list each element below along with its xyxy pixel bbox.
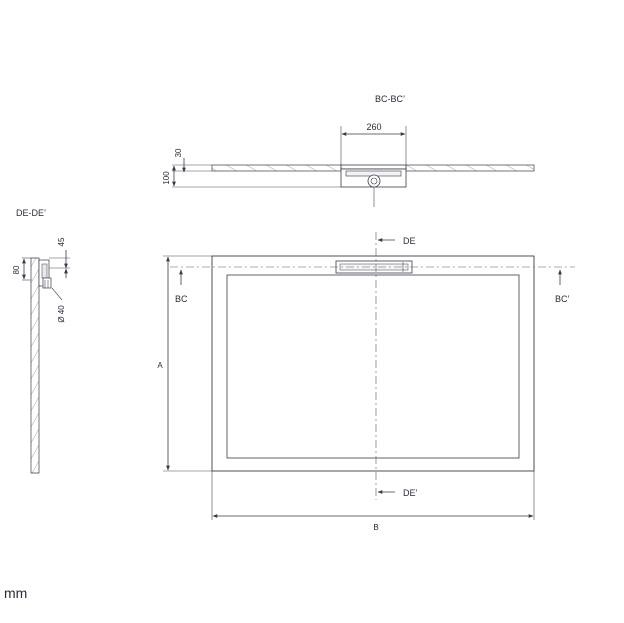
dimension-b-label: B (373, 523, 378, 532)
cut-marker-bc-prime-label: BC’ (555, 294, 570, 304)
section-de-title: DE-DE’ (16, 208, 46, 218)
dimension-80: 80 (12, 258, 26, 280)
dimension-45: 45 (57, 237, 68, 278)
tray-section-left (211, 164, 342, 172)
dimension-80-label: 80 (12, 265, 21, 274)
section-bc-title: BC-BC’ (375, 94, 405, 104)
units-label: mm (4, 585, 27, 601)
drain-channel (340, 164, 407, 207)
plan-view: DE DE’ BC BC’ A B (157, 232, 575, 532)
cut-marker-de-prime: DE’ (377, 488, 418, 498)
cut-marker-de-prime-label: DE’ (403, 488, 418, 498)
section-bc-view: BC-BC’ 260 30 10 (162, 94, 535, 207)
dimension-a-label: A (157, 361, 163, 370)
dimension-a: A (157, 255, 212, 472)
dimension-30: 30 (174, 148, 186, 173)
cut-marker-bc: BC (175, 269, 188, 304)
cut-marker-bc-prime: BC’ (555, 269, 570, 304)
drain-side-section (38, 259, 52, 289)
dimension-100-label: 100 (162, 171, 171, 185)
dimension-45-label: 45 (57, 237, 66, 246)
tray-section-right (405, 164, 535, 172)
dimension-diameter-40: Ø 40 (51, 287, 66, 323)
dimension-260: 260 (340, 122, 407, 165)
dimension-30-label: 30 (174, 148, 183, 157)
dimension-100: 100 (162, 165, 176, 187)
cut-marker-de-label: DE (403, 236, 416, 246)
tray-basin (226, 274, 520, 459)
cut-marker-bc-label: BC (175, 294, 188, 304)
tray-section-vertical (30, 257, 40, 474)
dimension-260-label: 260 (366, 122, 381, 132)
cut-marker-de: DE (377, 236, 416, 246)
dimension-b: B (211, 471, 535, 532)
section-de-view: DE-DE’ 45 80 Ø 40 (12, 208, 70, 474)
dimension-diameter-40-label: Ø 40 (57, 305, 66, 323)
